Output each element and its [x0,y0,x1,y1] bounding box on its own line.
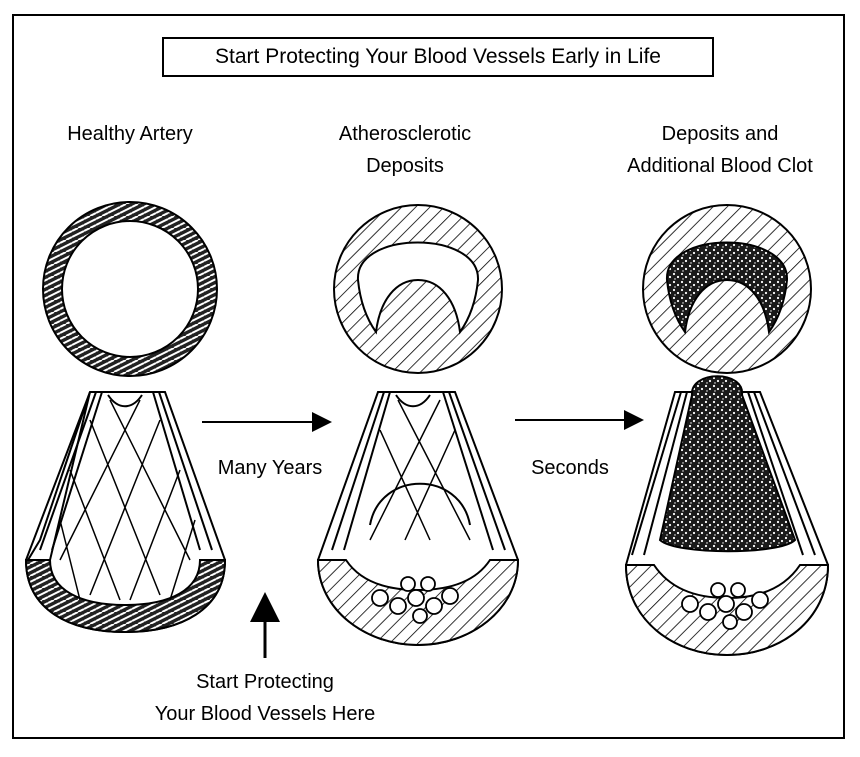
clot-cross-section [643,205,811,373]
deposits-artery-cone [318,392,518,645]
clot-artery-cone [626,376,828,655]
healthy-artery-cone [26,392,225,632]
healthy-cross-section [43,202,217,376]
deposits-cross-section [334,205,502,373]
